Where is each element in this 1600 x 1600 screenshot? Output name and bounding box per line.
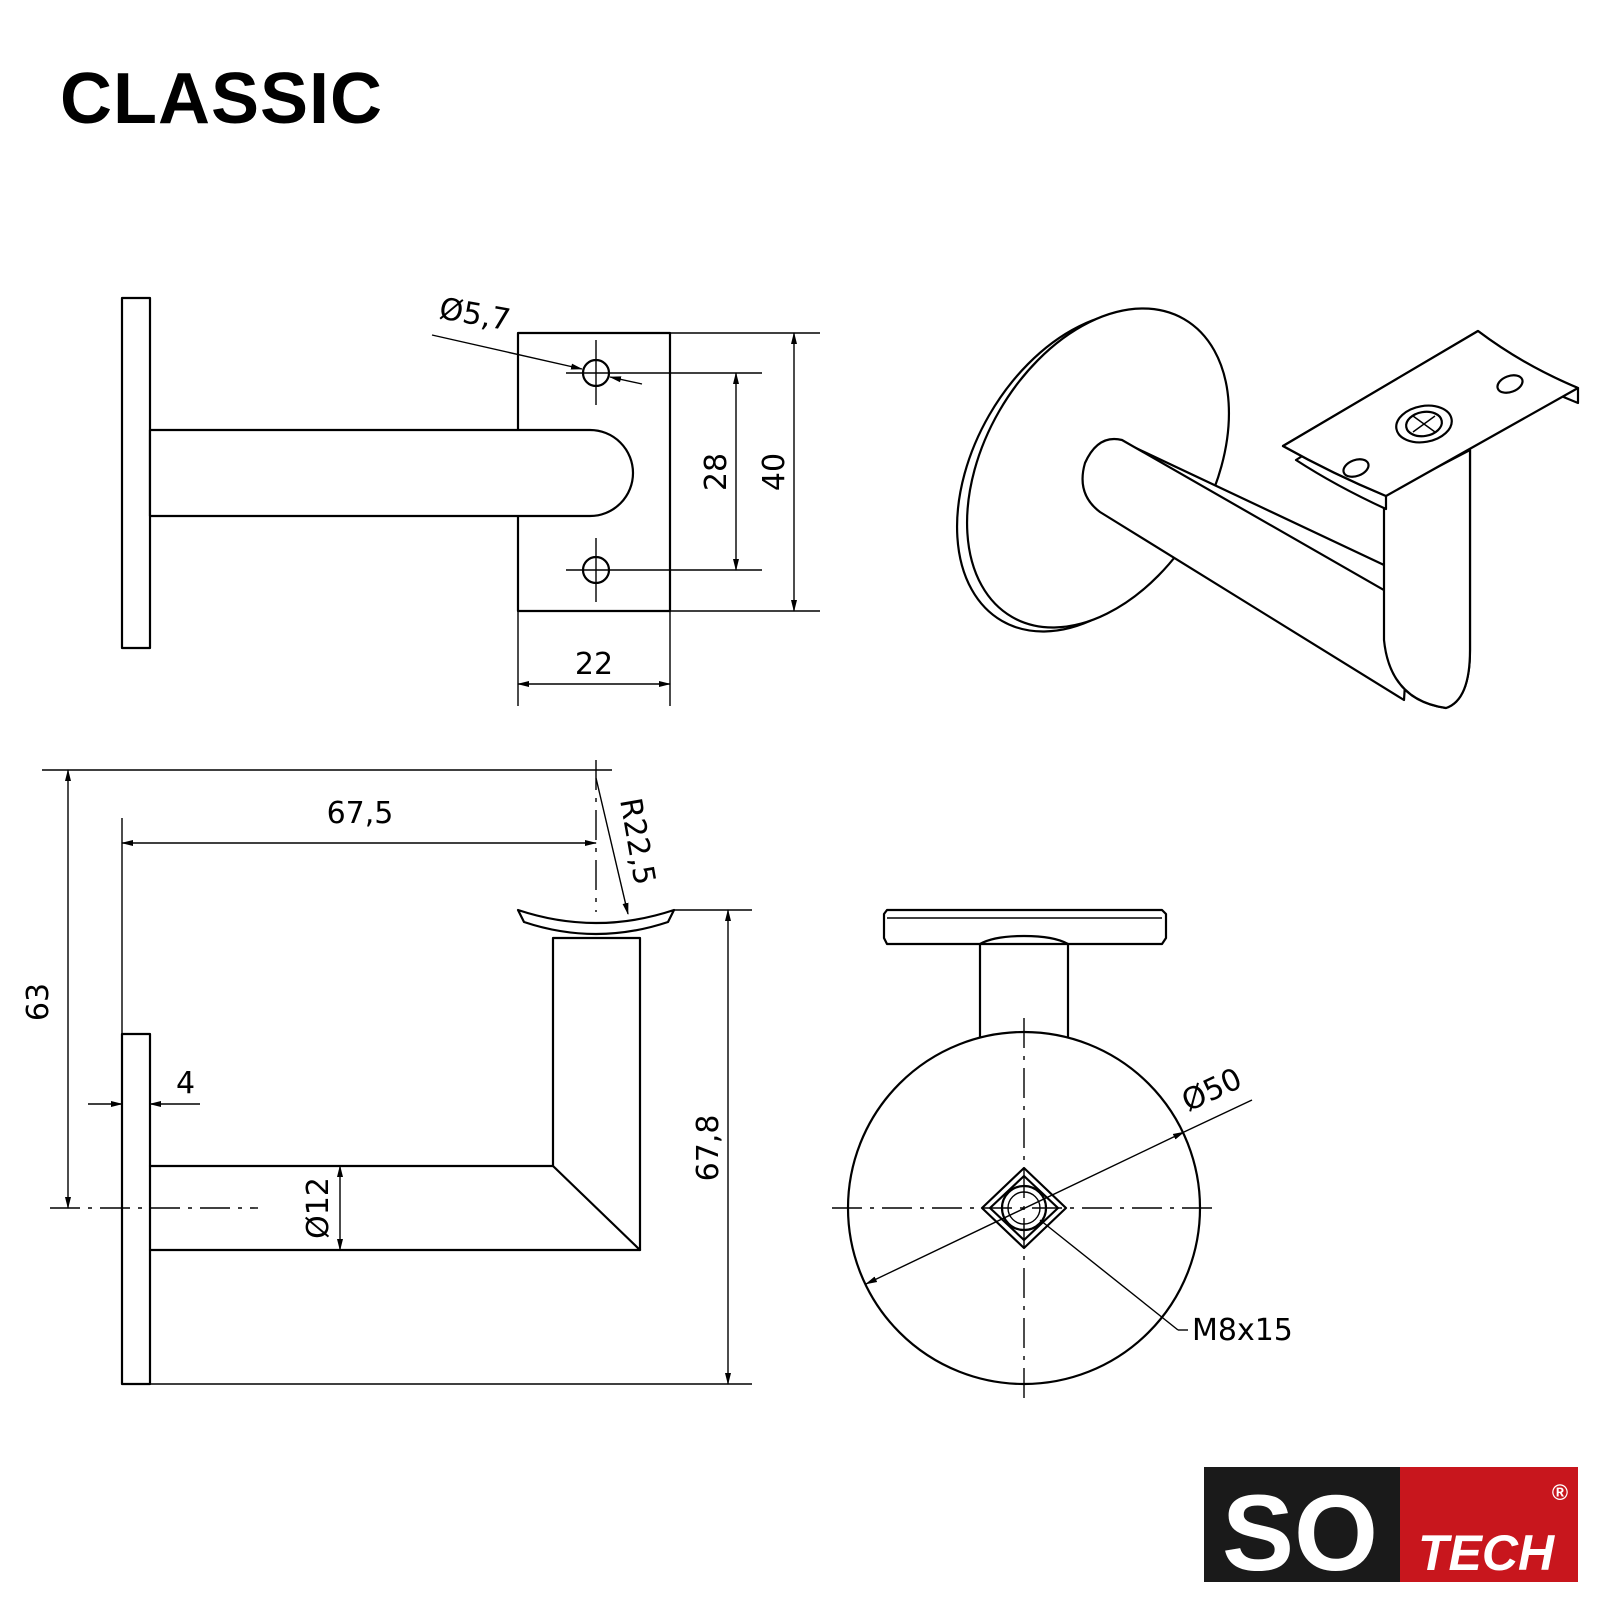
arm-profile	[148, 936, 642, 1252]
cross-icon	[1412, 415, 1436, 433]
front-view: Ø50 M8x15	[832, 908, 1293, 1398]
dim-thread: M8x15	[1192, 1313, 1293, 1348]
arm-rod-iso	[1081, 437, 1412, 702]
iso-hole-right	[1496, 374, 1524, 394]
arm-rod-top	[148, 428, 635, 518]
iso-hole-left	[1342, 458, 1370, 478]
side-view: 67,5 63 67,8 Ø12 4 R22,5	[21, 760, 752, 1386]
saddle-plate-iso	[1281, 329, 1580, 498]
drawing-title: CLASSIC	[60, 59, 384, 139]
arm-upright-iso	[1382, 448, 1472, 710]
dim-rod-diameter: Ø12	[301, 1177, 336, 1239]
dim-hole-spacing: 28	[699, 453, 734, 491]
logo-brand-left: SO	[1222, 1472, 1378, 1593]
screw-head	[1395, 404, 1453, 444]
dim-hole-diameter: Ø5,7	[437, 291, 513, 338]
logo-dark-block	[1204, 1467, 1400, 1582]
dim-total-height: 67,8	[691, 1115, 726, 1182]
wall-plate-side-2	[120, 1032, 152, 1386]
sotech-logo: SO TECH ®	[1204, 1467, 1578, 1593]
saddle-front	[882, 908, 1168, 946]
logo-red-block	[1400, 1467, 1578, 1582]
wall-plate-side	[120, 296, 152, 650]
top-view: 28 40 22 Ø5,7	[120, 291, 820, 706]
isometric-view	[955, 307, 1580, 710]
dim-height-to-axis: 63	[21, 983, 56, 1021]
dim-plate-height: 40	[757, 453, 792, 491]
dim-base-diameter: Ø50	[1177, 1061, 1248, 1119]
logo-brand-right: TECH	[1418, 1525, 1555, 1581]
upright-front	[978, 934, 1070, 1042]
dim-plate-width: 22	[575, 647, 613, 682]
dim-arm-length: 67,5	[327, 796, 394, 831]
dim-base-thickness: 4	[176, 1066, 195, 1101]
registered-mark: ®	[1552, 1480, 1568, 1505]
dim-saddle-radius: R22,5	[612, 795, 662, 887]
saddle-profile	[516, 908, 676, 936]
